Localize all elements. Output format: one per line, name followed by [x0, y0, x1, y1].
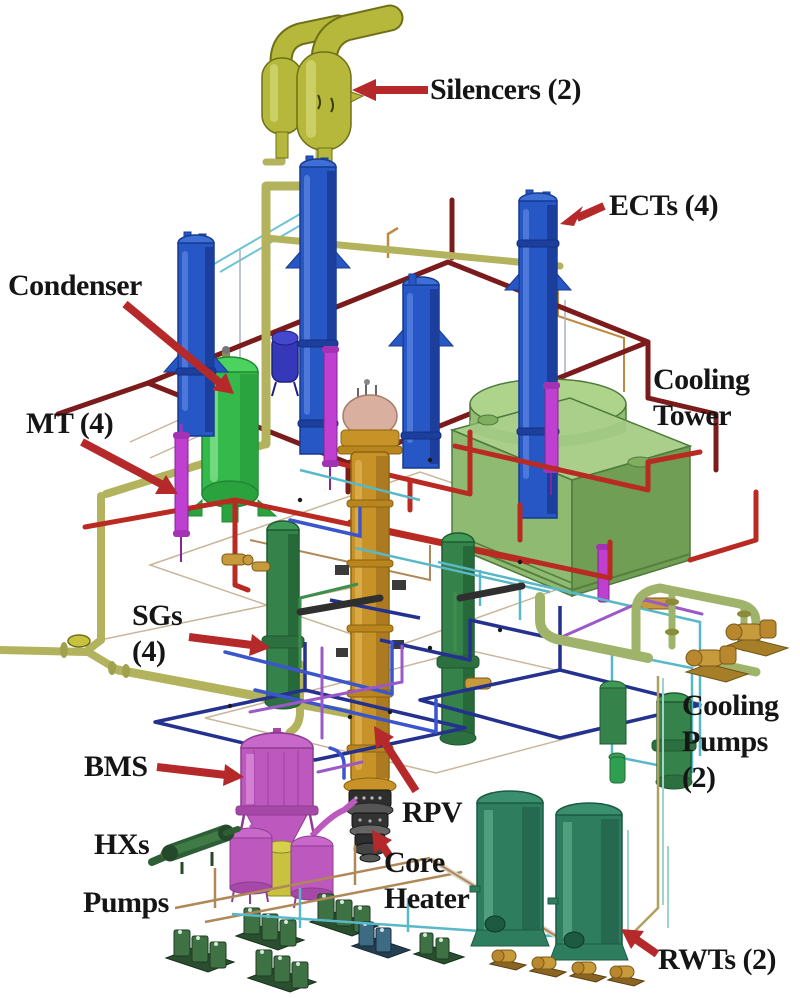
magenta-tank-1 [229, 818, 273, 904]
arrow-sgs [188, 633, 270, 656]
dark-fittings [227, 457, 526, 720]
yellow-cylinder [265, 840, 297, 897]
arrow-rpv [374, 726, 420, 794]
small-indigo-vessel [271, 330, 299, 397]
arrow-bms [156, 763, 244, 786]
label-hxs: HXs [94, 828, 150, 861]
label-mt: MT (4) [26, 407, 114, 440]
blue-piping [223, 506, 438, 780]
olive-valves-flanges [60, 634, 130, 678]
right-drop-pipes [627, 676, 664, 939]
label-sgs: SGs (4) [132, 599, 183, 668]
label-cooling-pumps: Cooling Pumps (2) [682, 689, 779, 794]
magenta-tank-2 [290, 797, 358, 909]
pump-skid-2 [234, 907, 306, 951]
small-green-vessel [608, 752, 626, 784]
arrow-mt [80, 438, 178, 494]
rwt-tank-1 [469, 790, 550, 947]
arrow-rwts [621, 929, 660, 958]
label-condenser: Condenser [8, 269, 142, 302]
blue-pump-skid [350, 921, 412, 959]
gold-pump-2 [528, 956, 568, 978]
arrow-ects [560, 202, 606, 226]
label-bms: BMS [84, 750, 148, 783]
label-rpv: RPV [402, 796, 463, 829]
hx-unit [148, 824, 241, 874]
annotation-arrows [80, 79, 660, 958]
sg-column-1 [261, 520, 305, 710]
label-ects: ECTs (4) [609, 189, 719, 222]
pump-skid-1 [164, 929, 236, 973]
sg-column-4 [599, 680, 627, 745]
cooling-pump-1 [724, 619, 790, 657]
tan-center-piping [249, 539, 431, 582]
olive-piping [0, 130, 564, 746]
gold-pump-1 [488, 949, 528, 971]
label-cooling-tower: Cooling Tower [653, 363, 750, 432]
label-rwts: RWTs (2) [658, 943, 777, 976]
gold-pump-4 [606, 965, 646, 987]
ect-column-3 [387, 273, 455, 469]
maroon-piping [55, 197, 719, 495]
pump-skid-3 [246, 949, 318, 993]
gold-pump-3 [568, 961, 608, 983]
label-core-heater: Core Heater [384, 846, 470, 915]
ect-column-1 [162, 231, 230, 437]
label-pumps: Pumps [83, 886, 169, 919]
arrow-condenser [122, 300, 234, 394]
silencers [261, 4, 404, 175]
rwt-frame-lines [627, 830, 669, 938]
bms-vessel [234, 728, 320, 875]
arrow-silencers [352, 79, 428, 101]
mt-pipe-2 [322, 346, 339, 490]
label-silencers: Silencers (2) [430, 73, 581, 106]
rwt-tank-2 [547, 802, 629, 961]
arrow-core-heater [372, 830, 394, 860]
purple-piping [248, 598, 704, 774]
pump-skid-5 [412, 932, 466, 965]
mt-pipe-1 [173, 424, 190, 562]
cooling-pump-2 [684, 645, 750, 683]
